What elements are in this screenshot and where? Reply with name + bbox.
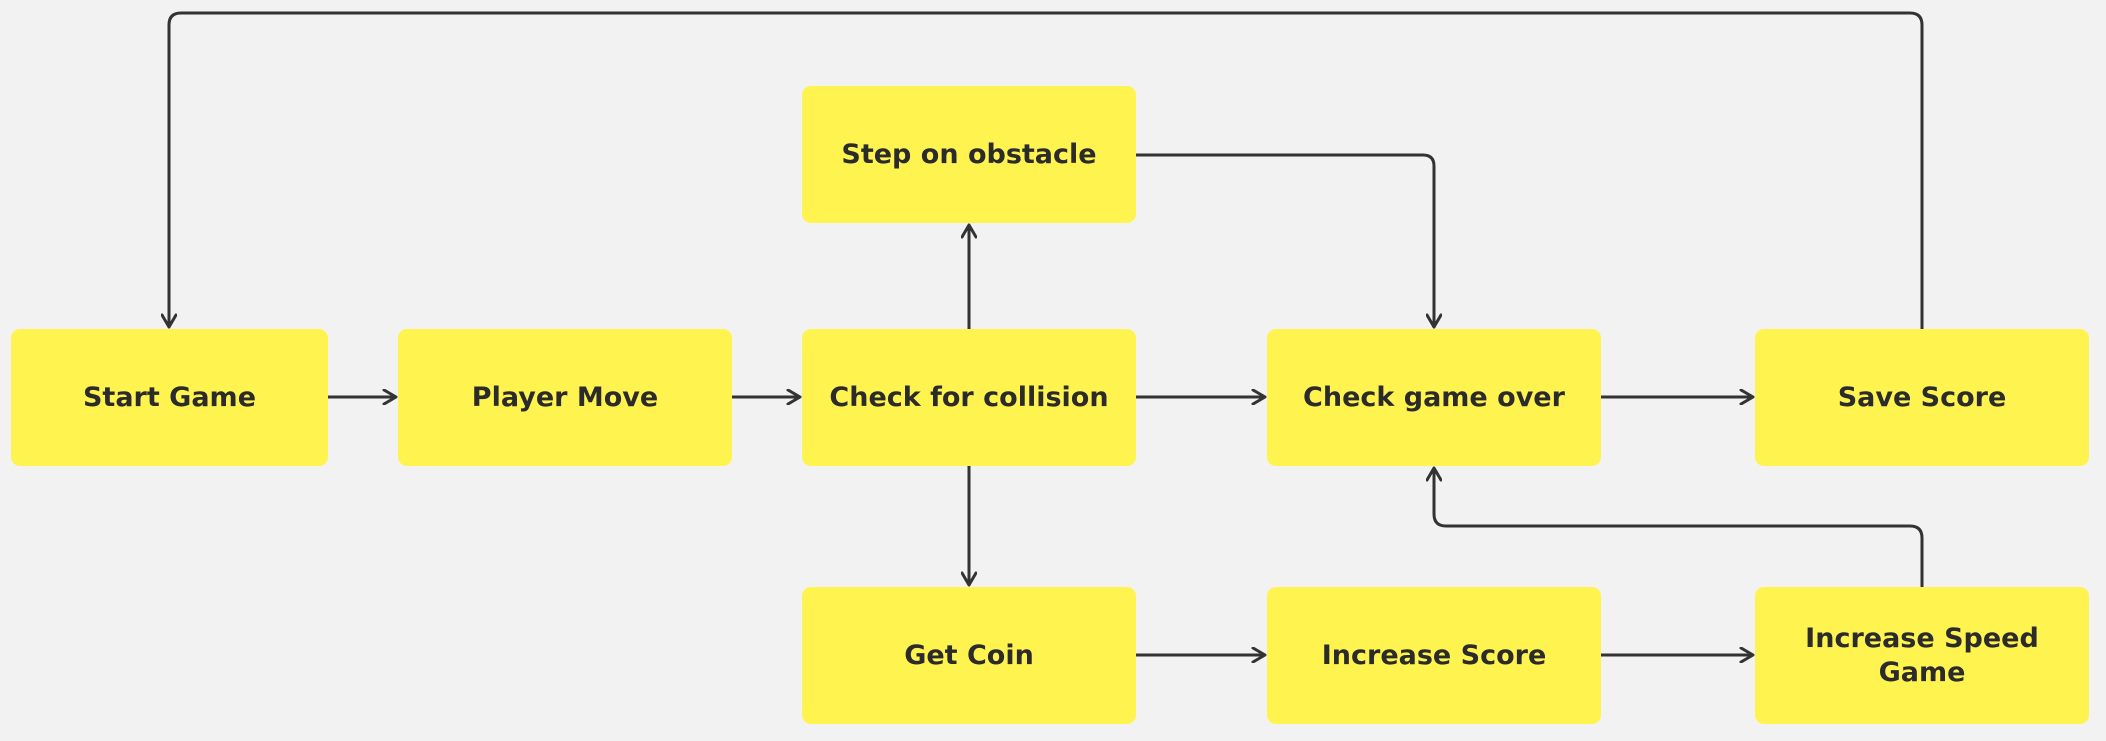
edge-obstacle-to-gameover: [1136, 153, 1434, 327]
node-player-move[interactable]: Player Move: [398, 329, 732, 466]
node-check-game-over[interactable]: Check game over: [1267, 329, 1601, 466]
node-get-coin[interactable]: Get Coin: [802, 587, 1136, 724]
edge-speed-to-gameover: [1434, 468, 1924, 587]
node-increase-score[interactable]: Increase Score: [1267, 587, 1601, 724]
edge-save-to-start: [169, 11, 1924, 329]
node-increase-speed-game[interactable]: Increase Speed Game: [1755, 587, 2089, 724]
node-step-on-obstacle[interactable]: Step on obstacle: [802, 86, 1136, 223]
node-check-for-collision[interactable]: Check for collision: [802, 329, 1136, 466]
node-start-game[interactable]: Start Game: [11, 329, 328, 466]
node-save-score[interactable]: Save Score: [1755, 329, 2089, 466]
